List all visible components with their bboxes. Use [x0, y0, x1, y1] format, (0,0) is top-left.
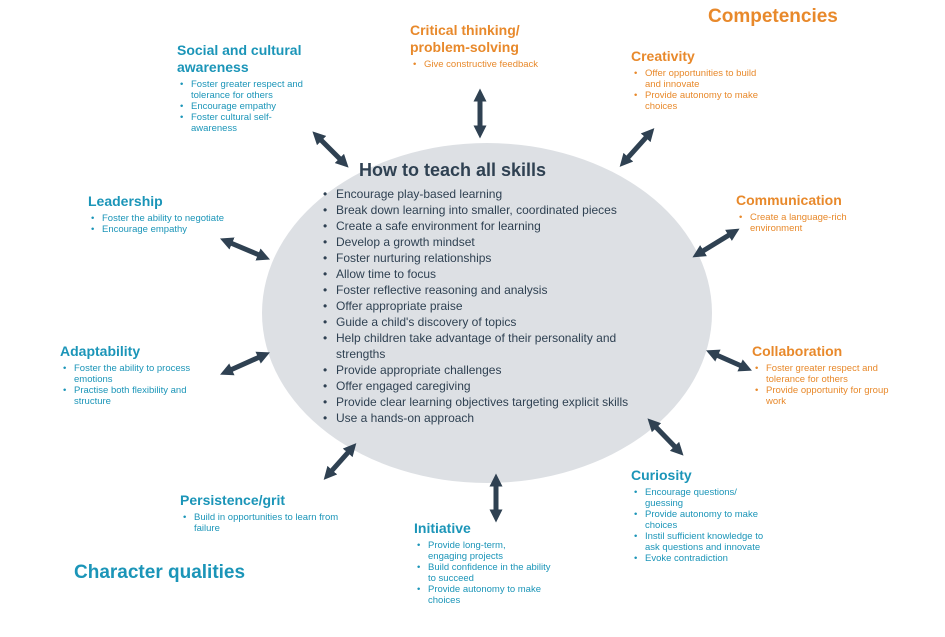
skill-persistence: Persistence/grit Build in opportunities … — [180, 492, 360, 534]
skill-adaptability: Adaptability Foster the ability to proce… — [60, 343, 220, 407]
center-item: Use a hands-on approach — [320, 410, 628, 426]
skill-list: Build in opportunities to learn from fai… — [180, 512, 360, 534]
skill-list: Foster greater respect and tolerance for… — [177, 79, 342, 134]
skill-item: Provide long-term, engaging projects — [414, 540, 538, 562]
center-item: Foster reflective reasoning and analysis — [320, 282, 628, 298]
skill-item: Foster greater respect and tolerance for… — [752, 363, 906, 385]
skill-list: Foster the ability to process emotions P… — [60, 363, 220, 407]
center-item: Encourage play-based learning — [320, 186, 628, 202]
skill-item: Provide autonomy to make choices — [414, 584, 543, 606]
skill-list: Foster the ability to negotiate Encourag… — [88, 213, 258, 235]
skill-item: Build confidence in the ability to succe… — [414, 562, 558, 584]
center-item: Guide a child's discovery of topics — [320, 314, 628, 330]
skill-list: Create a language-rich environment — [736, 212, 886, 234]
skill-item: Give constructive feedback — [410, 59, 570, 70]
skill-item: Encourage empathy — [88, 224, 258, 235]
skill-item: Encourage empathy — [177, 101, 342, 112]
skill-item: Provide autonomy to make choices — [631, 90, 785, 112]
skill-title: Creativity — [631, 48, 695, 64]
skill-title: Communication — [736, 192, 842, 208]
arrow-creativity — [619, 128, 655, 167]
skill-list: Foster greater respect and tolerance for… — [752, 363, 912, 407]
skill-item: Encourage questions/ guessing — [631, 487, 755, 509]
skill-item: Provide autonomy to make choices — [631, 509, 785, 531]
skill-curiosity: Curiosity Encourage questions/ guessing … — [631, 467, 791, 564]
arrow-curiosity — [647, 418, 684, 456]
skill-title: Persistence/grit — [180, 492, 286, 508]
center-item: Allow time to focus — [320, 266, 628, 282]
center-list: Encourage play-based learning Break down… — [320, 186, 628, 426]
skill-list: Provide long-term, engaging projects Bui… — [414, 540, 564, 606]
skill-item: Foster greater respect and tolerance for… — [177, 79, 336, 101]
skill-list: Give constructive feedback — [410, 59, 570, 70]
skill-item: Foster the ability to negotiate — [88, 213, 258, 224]
skill-list: Offer opportunities to build and innovat… — [631, 68, 791, 112]
arrow-leadership — [220, 237, 270, 261]
skill-item: Build in opportunities to learn from fai… — [180, 512, 354, 534]
center-item: Develop a growth mindset — [320, 234, 628, 250]
skill-title: Social and cultural awareness — [177, 42, 302, 75]
center-item: Help children take advantage of their pe… — [320, 330, 626, 362]
center-item: Break down learning into smaller, coordi… — [320, 202, 628, 218]
center-item: Foster nurturing relationships — [320, 250, 628, 266]
arrow-adaptability — [220, 351, 270, 376]
skill-leadership: Leadership Foster the ability to negotia… — [88, 193, 258, 235]
skill-list: Encourage questions/ guessing Provide au… — [631, 487, 791, 564]
arrow-communication — [692, 228, 740, 258]
arrow-collaboration — [706, 349, 752, 372]
skill-item: Offer opportunities to build and innovat… — [631, 68, 770, 90]
skill-item: Create a language-rich environment — [736, 212, 870, 234]
center-item: Create a safe environment for learning — [320, 218, 628, 234]
arrow-social-cultural — [312, 131, 349, 168]
character-qualities-heading: Character qualities — [74, 562, 246, 583]
center-item: Provide clear learning objectives target… — [320, 394, 628, 410]
skill-title: Curiosity — [631, 467, 692, 483]
center-item: Offer appropriate praise — [320, 298, 628, 314]
center-item: Provide appropriate challenges — [320, 362, 628, 378]
skill-title: Initiative — [414, 520, 471, 536]
skill-title: Critical thinking/ problem-solving — [410, 22, 520, 55]
skill-item: Practise both flexibility and structure — [60, 385, 194, 407]
skill-collaboration: Collaboration Foster greater respect and… — [752, 343, 912, 407]
skill-item: Provide opportunity for group work — [752, 385, 896, 407]
competencies-heading: Competencies — [708, 6, 838, 27]
skill-communication: Communication Create a language-rich env… — [736, 192, 886, 234]
skill-item: Evoke contradiction — [631, 553, 791, 564]
skill-initiative: Initiative Provide long-term, engaging p… — [414, 520, 564, 606]
skill-item: Foster cultural self-awareness — [177, 112, 301, 134]
skill-critical-thinking: Critical thinking/ problem-solving Give … — [410, 22, 570, 70]
center-item: Offer engaged caregiving — [320, 378, 628, 394]
skill-social-cultural: Social and cultural awareness Foster gre… — [177, 42, 342, 134]
skill-title: Leadership — [88, 193, 163, 209]
center-title: How to teach all skills — [359, 160, 547, 180]
skill-creativity: Creativity Offer opportunities to build … — [631, 48, 791, 112]
skill-item: Instil sufficient knowledge to ask quest… — [631, 531, 780, 553]
skill-title: Adaptability — [60, 343, 141, 359]
arrow-persistence — [323, 443, 357, 480]
skill-title: Collaboration — [752, 343, 843, 359]
skill-item: Foster the ability to process emotions — [60, 363, 214, 385]
